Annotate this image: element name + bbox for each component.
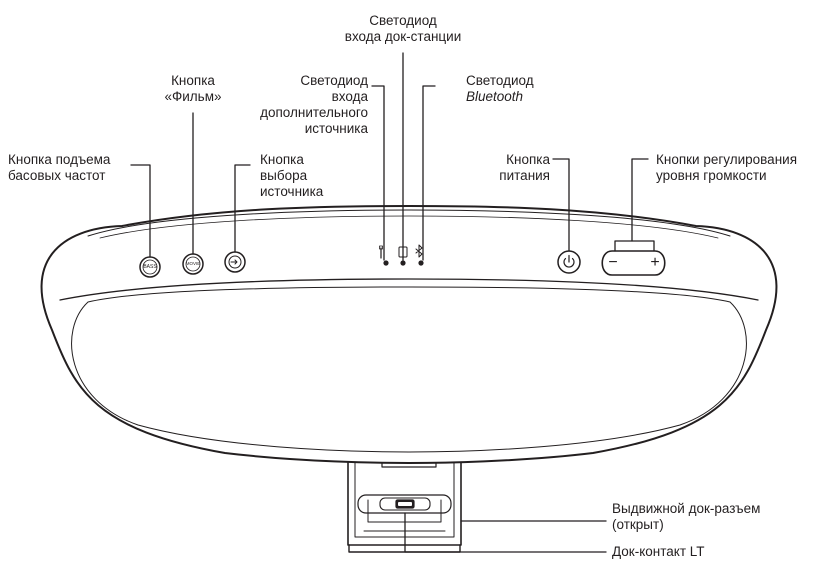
bluetooth-icon <box>415 244 423 258</box>
volume-buttons-label-line1: Кнопки регулирования <box>656 152 797 167</box>
bass-button-label-line2: басовых частот <box>8 168 106 183</box>
aux-led-label: Светодиод входа дополнительного источник… <box>242 73 368 137</box>
lt-contact-label-line1: Док-контакт LT <box>612 544 705 559</box>
source-button-label-line1: Кнопка <box>260 152 304 167</box>
dock-connector-label: Выдвижной док-разъем (открыт) <box>612 501 792 533</box>
aux-led-label-line1: Светодиод <box>300 73 368 88</box>
source-button-label: Кнопка выбора источника <box>260 152 350 200</box>
dock-connector-label-line2: (открыт) <box>612 517 664 532</box>
volume-buttons-label: Кнопки регулирования уровня громкости <box>656 152 818 184</box>
aux-led-label-line2: входа <box>331 89 368 104</box>
bass-button-label-line1: Кнопка подъема <box>8 152 111 167</box>
volume-minus-glyph[interactable]: − <box>608 254 618 271</box>
movie-button-label-line1: Кнопка <box>171 73 215 88</box>
volume-buttons[interactable] <box>601 250 666 276</box>
aux-led-label-line3: дополнительного <box>260 105 368 120</box>
movie-button-label-line2: «Фильм» <box>164 89 222 104</box>
power-button-label: Кнопка питания <box>480 152 550 184</box>
bass-button-label: Кнопка подъема басовых частот <box>8 152 133 184</box>
movie-button-label: Кнопка «Фильм» <box>158 73 228 105</box>
dock-led-label-line1: Светодиод <box>369 13 437 28</box>
power-button-label-line1: Кнопка <box>506 152 550 167</box>
dock-led <box>400 260 406 266</box>
bluetooth-led-label-line2: Bluetooth <box>466 89 524 104</box>
speaker-body <box>40 205 778 468</box>
leader-lines <box>130 52 655 553</box>
dock-led-label: Светодиод входа док-станции <box>330 13 476 45</box>
bluetooth-led-label: Светодиод Bluetooth <box>466 73 566 105</box>
volume-plus-glyph[interactable]: + <box>650 254 660 271</box>
dock-led-label-line2: входа док-станции <box>344 29 462 44</box>
aux-led <box>383 260 389 266</box>
source-button-label-line2: выбора <box>260 168 308 183</box>
volume-buttons-label-line2: уровня громкости <box>656 168 767 183</box>
bass-button-glyph: BASS <box>143 264 157 270</box>
power-button-label-line2: питания <box>499 168 550 183</box>
bluetooth-led-label-line1: Светодиод <box>466 73 534 88</box>
source-button-label-line3: источника <box>260 184 324 199</box>
movie-button-glyph: MOVIE <box>185 261 201 266</box>
dock-connector-label-line1: Выдвижной док-разъем <box>612 501 761 516</box>
lt-contact-label: Док-контакт LT <box>612 544 752 560</box>
aux-led-label-line4: источника <box>304 121 368 136</box>
bluetooth-led <box>418 260 424 266</box>
